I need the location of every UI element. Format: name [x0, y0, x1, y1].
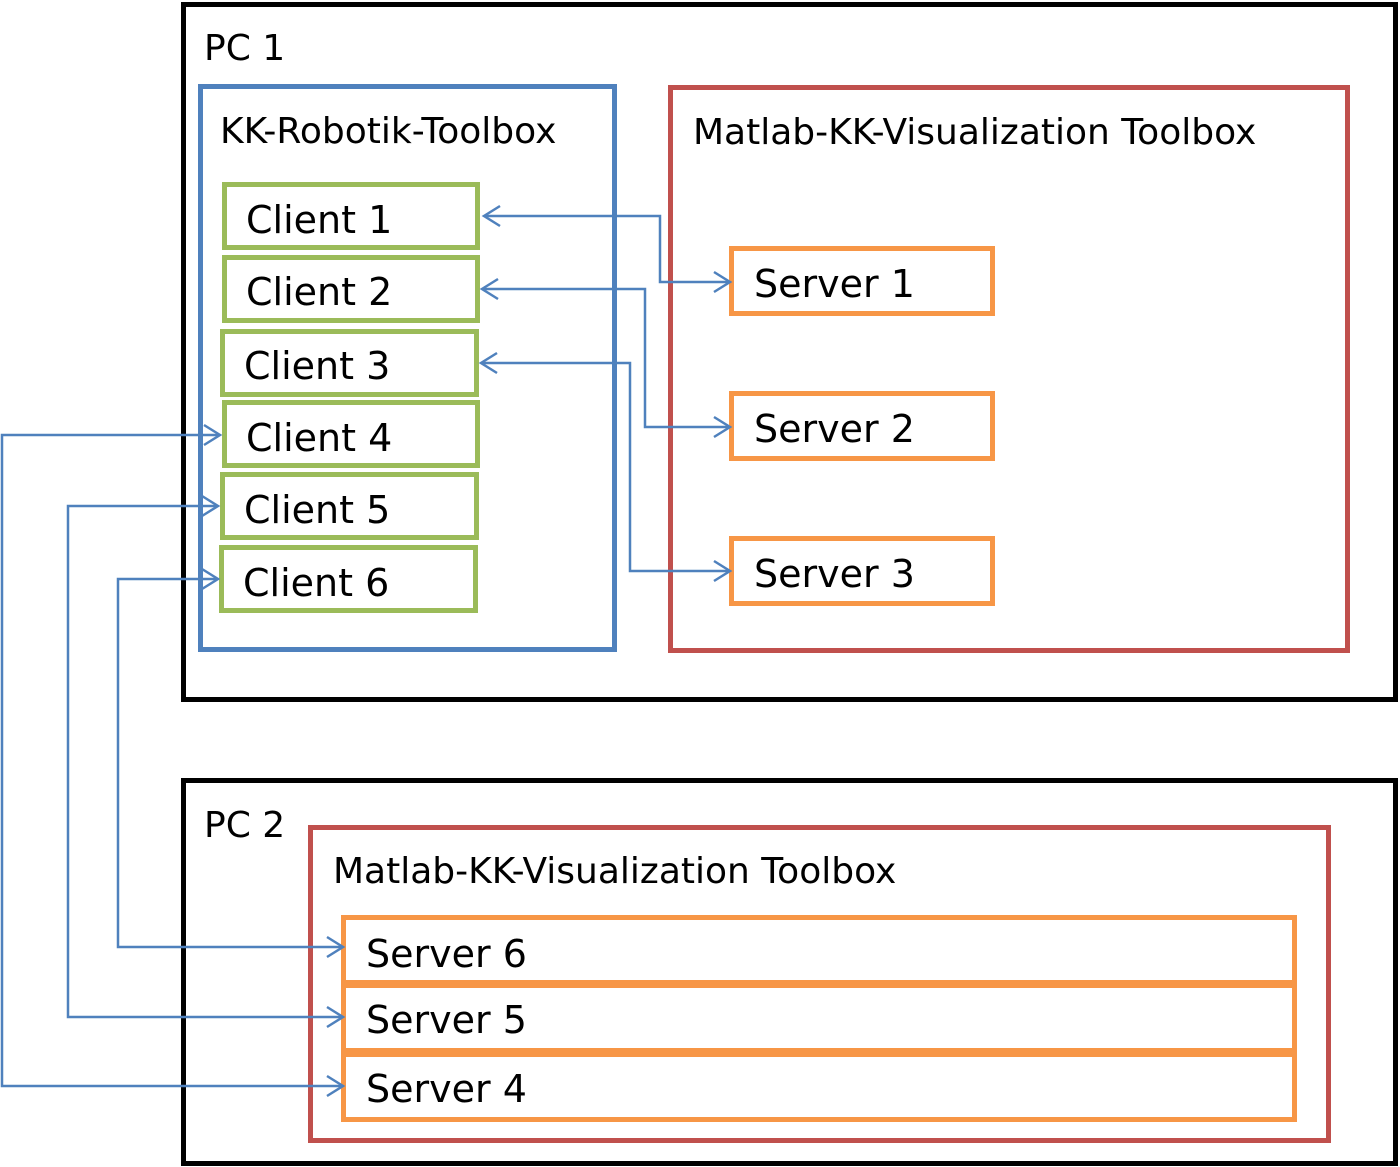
arrowhead-server4	[326, 1074, 346, 1098]
client-3-box	[220, 329, 479, 397]
server-5-label: Server 5	[366, 998, 527, 1042]
pc2-label: PC 2	[204, 805, 286, 846]
arrowhead-server6	[326, 935, 346, 959]
client-1-box	[222, 182, 480, 250]
connector-client2-server2	[482, 287, 730, 429]
server-6-box	[341, 915, 1297, 985]
server-1-label: Server 1	[754, 262, 915, 306]
server-6-label: Server 6	[366, 932, 527, 976]
arrowhead-server1	[713, 270, 733, 294]
pc1-visualization-toolbox-label: Matlab-KK-Visualization Toolbox	[693, 112, 1257, 153]
arrowhead-client4	[203, 423, 223, 447]
server-2-box	[729, 391, 995, 461]
pc1-visualization-toolbox-box	[668, 85, 1350, 653]
arrowhead-client2	[479, 277, 499, 301]
arrowhead-client3	[478, 351, 498, 375]
robotik-toolbox-box	[198, 84, 617, 652]
server-1-box	[729, 246, 995, 316]
pc2-visualization-toolbox-label: Matlab-KK-Visualization Toolbox	[333, 851, 897, 892]
server-2-label: Server 2	[754, 407, 915, 451]
client-2-box	[222, 255, 480, 323]
pc1-box	[181, 2, 1398, 702]
arrowhead-client1	[481, 204, 501, 228]
server-3-label: Server 3	[754, 552, 915, 596]
robotik-toolbox-label: KK-Robotik-Toolbox	[220, 111, 557, 152]
client-3-label: Client 3	[244, 344, 391, 388]
connector-client4-server4	[0, 433, 343, 1088]
arrowhead-server5	[326, 1005, 346, 1029]
connector-client3-server3	[481, 361, 730, 573]
server-4-label: Server 4	[366, 1067, 527, 1111]
connector-client5-server5	[66, 504, 343, 1019]
client-6-box	[219, 545, 478, 613]
connector-client1-server1	[484, 214, 730, 284]
client-2-label: Client 2	[246, 270, 393, 314]
arrowhead-client5	[201, 494, 221, 518]
client-6-label: Client 6	[243, 561, 390, 605]
client-4-box	[222, 400, 480, 468]
pc2-visualization-toolbox-box	[308, 825, 1331, 1143]
pc1-label: PC 1	[204, 28, 286, 69]
client-5-label: Client 5	[244, 488, 391, 532]
arrowhead-server2	[713, 415, 733, 439]
pc2-box	[181, 778, 1398, 1166]
arrowhead-client6	[201, 567, 221, 591]
client-5-box	[220, 472, 479, 540]
client-4-label: Client 4	[246, 416, 393, 460]
arrowhead-server3	[713, 559, 733, 583]
connector-client6-server6	[116, 577, 343, 949]
client-1-label: Client 1	[246, 198, 393, 242]
